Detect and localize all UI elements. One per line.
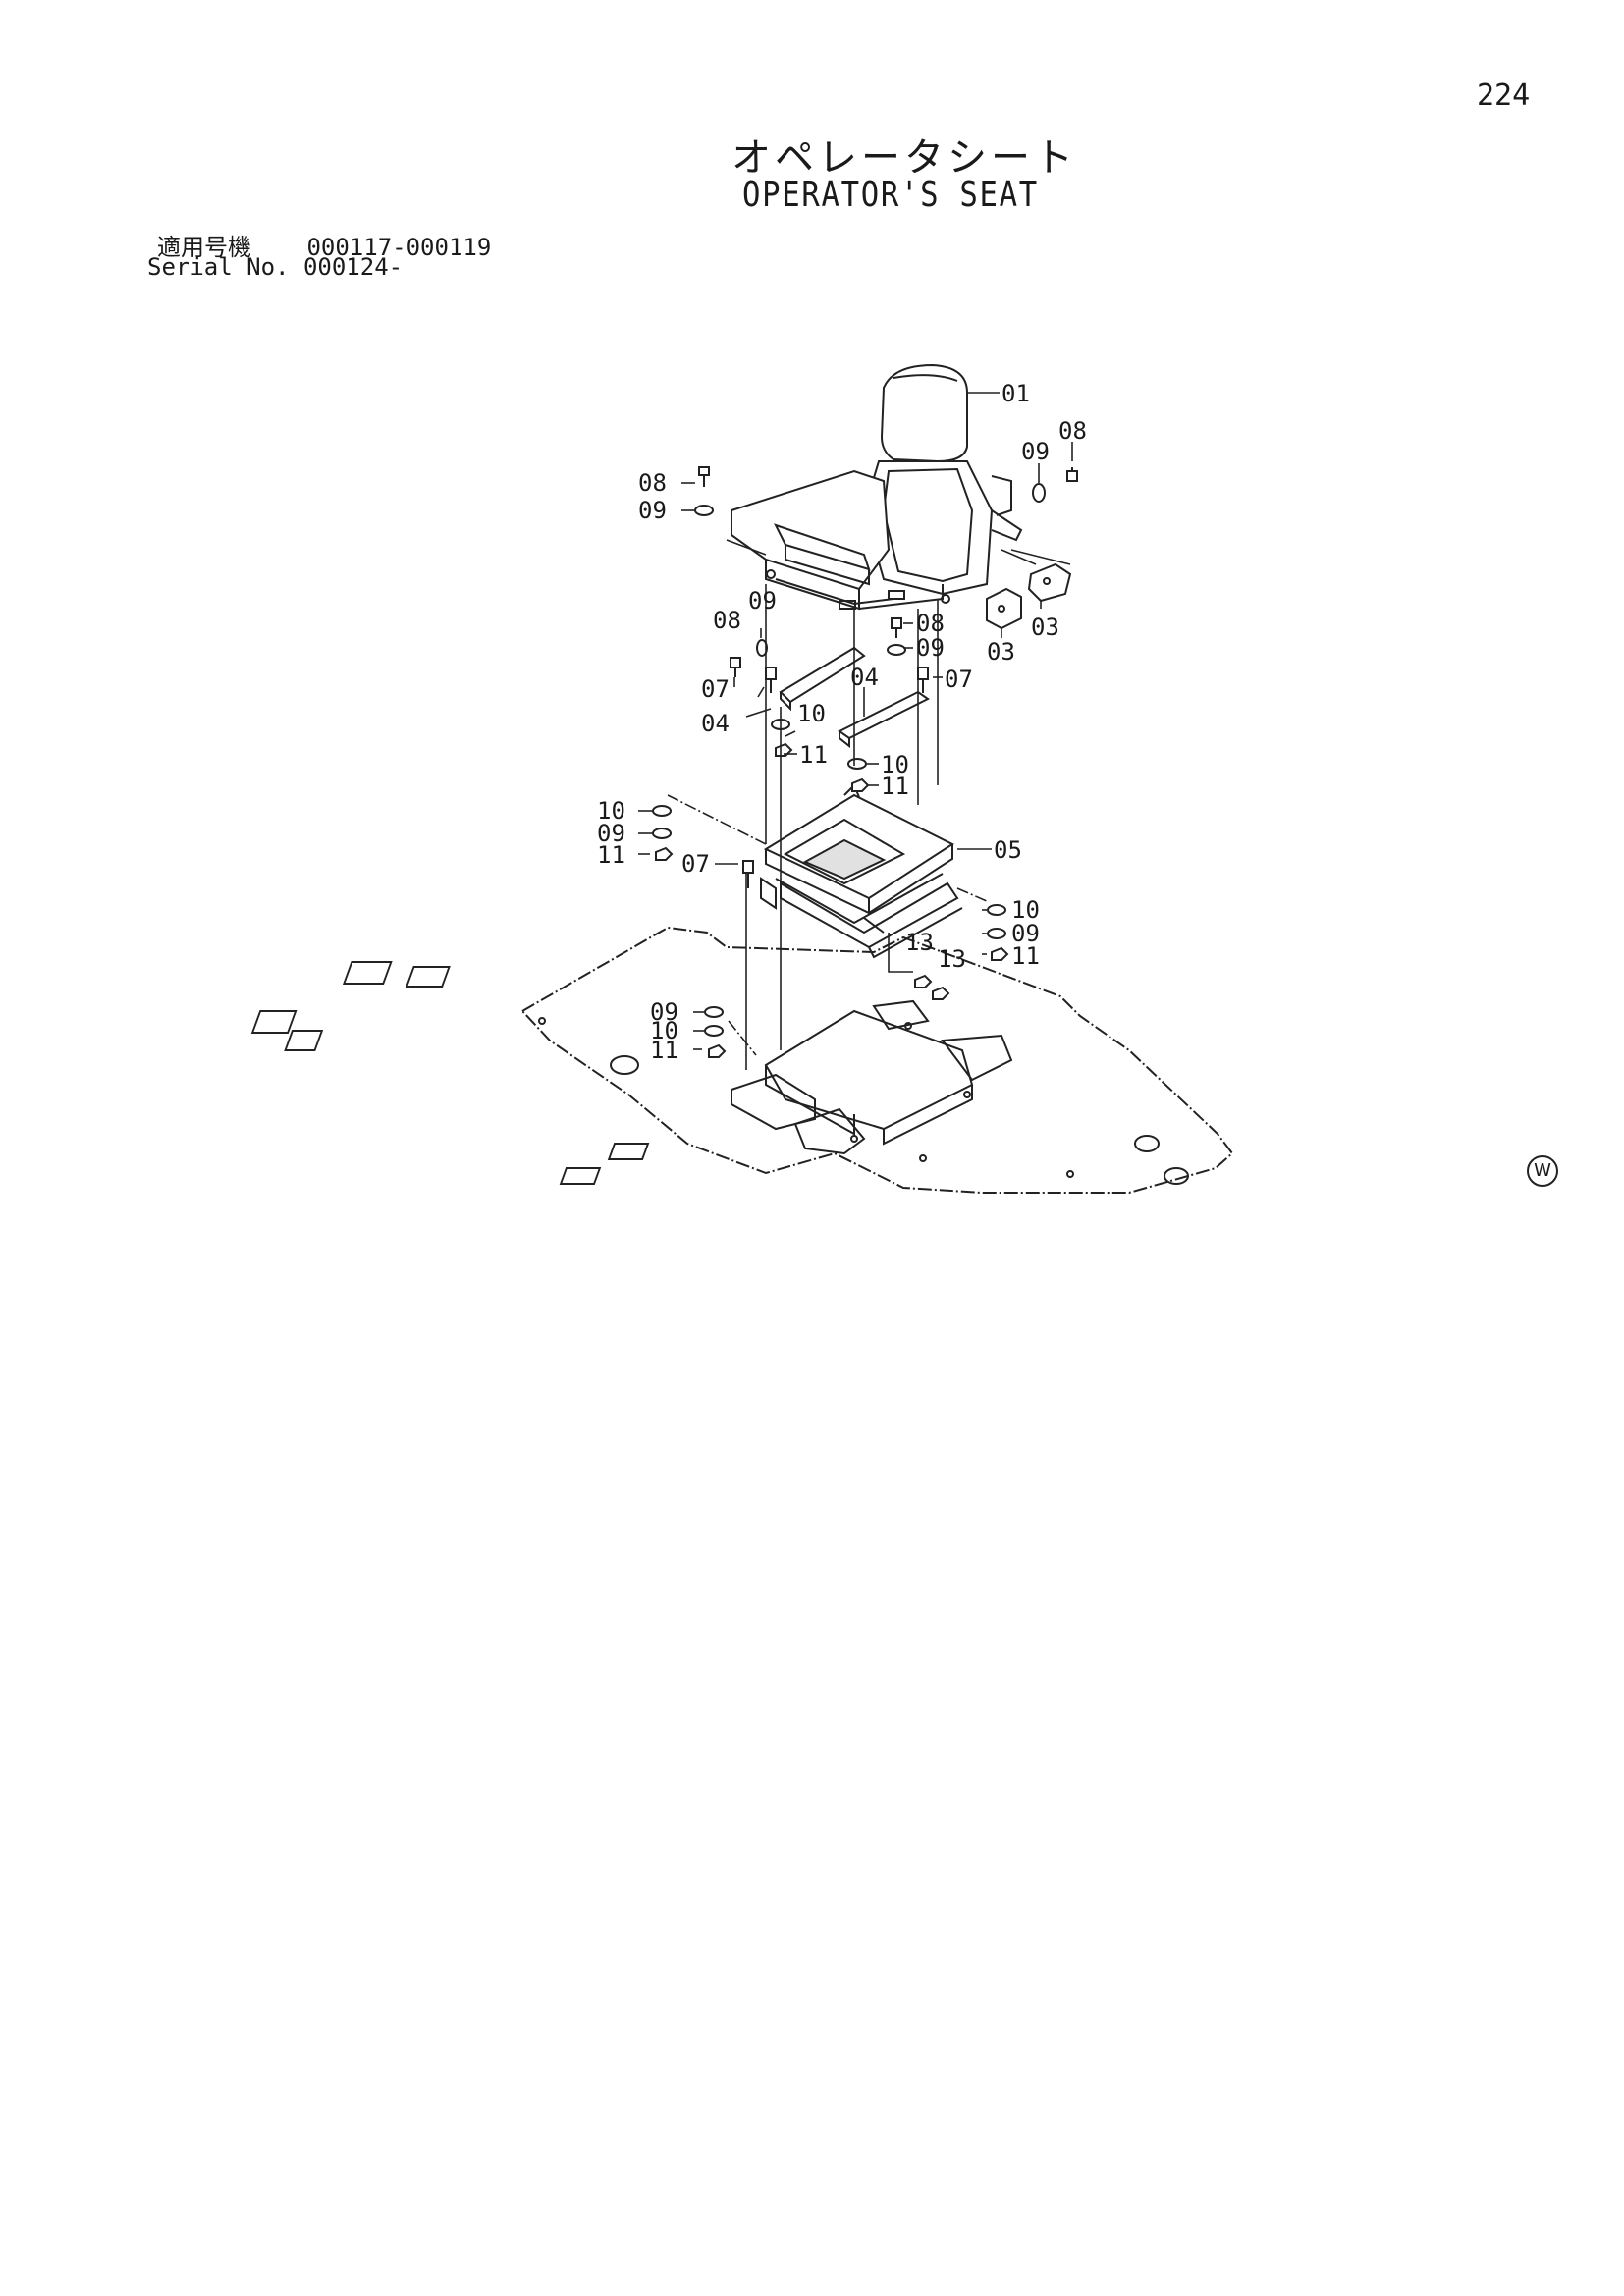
callout-10: 10 <box>1011 896 1040 924</box>
callout-labels: 01 08 09 08 09 09 08 09 08 09 03 03 08 0… <box>597 380 1087 1064</box>
serial-range-japanese: 適用号機 000117-000119 <box>157 228 491 262</box>
slide-rails <box>779 646 930 749</box>
serial-value-english: 000124- <box>302 253 404 281</box>
callout-10: 10 <box>650 1017 678 1044</box>
floor-plate <box>250 926 1234 1194</box>
callout-11: 11 <box>597 841 625 869</box>
callout-01: 01 <box>1001 380 1030 407</box>
operator-seat <box>731 363 1023 611</box>
callout-09: 09 <box>748 587 777 614</box>
callout-10: 10 <box>797 700 826 727</box>
callout-07: 07 <box>945 666 973 693</box>
w-mark-symbol: W <box>1527 1155 1558 1187</box>
brackets <box>986 562 1072 630</box>
serial-value-japanese: 000117-000119 <box>306 234 492 261</box>
callout-11: 11 <box>1011 942 1040 970</box>
callout-09: 09 <box>1021 438 1050 465</box>
serial-range-english: Serial No. 000124- <box>147 253 403 281</box>
callout-09: 09 <box>650 998 678 1026</box>
callout-11: 11 <box>799 741 828 769</box>
callout-08: 08 <box>713 607 741 634</box>
callout-09: 09 <box>597 820 625 847</box>
callout-11: 11 <box>650 1037 678 1064</box>
callout-07: 07 <box>681 850 710 878</box>
callout-10: 10 <box>881 751 909 778</box>
callout-07: 07 <box>701 675 730 703</box>
page-title-japanese: オペレータシート <box>731 135 1077 181</box>
callout-08: 08 <box>916 610 945 637</box>
callout-13: 13 <box>905 929 934 956</box>
serial-label-english: Serial No. <box>147 253 290 281</box>
suspension-assembly <box>760 783 963 959</box>
leader-lines <box>638 392 1073 1070</box>
callout-10: 10 <box>597 797 625 825</box>
callout-08: 08 <box>638 469 667 497</box>
serial-label-japanese: 適用号機 <box>157 234 251 261</box>
callout-03: 03 <box>1031 614 1059 641</box>
page-title-english: OPERATOR'S SEAT <box>742 175 1039 215</box>
callout-04: 04 <box>850 664 879 691</box>
callout-13: 13 <box>938 945 966 973</box>
callout-09: 09 <box>916 634 945 662</box>
callout-11: 11 <box>881 773 909 800</box>
callout-05: 05 <box>994 836 1022 864</box>
fasteners <box>652 466 1078 1058</box>
seat-mounting-base <box>731 999 1013 1155</box>
callout-09: 09 <box>1011 920 1040 947</box>
callout-09: 09 <box>638 497 667 524</box>
page-number: 224 <box>1477 79 1531 113</box>
callout-03: 03 <box>987 638 1015 666</box>
callout-08: 08 <box>1058 417 1087 445</box>
callout-04: 04 <box>701 710 730 737</box>
